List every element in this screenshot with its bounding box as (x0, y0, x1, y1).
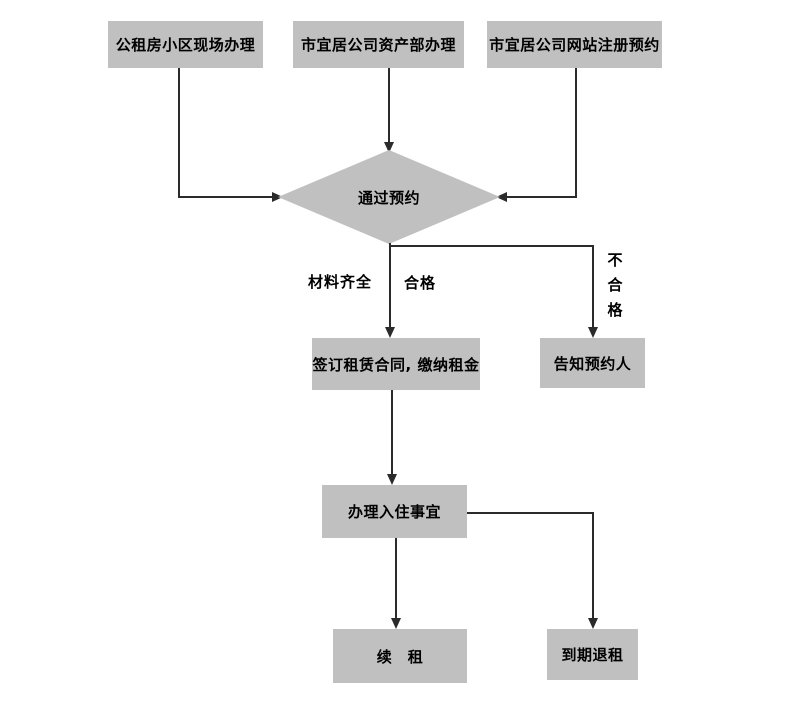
node-asset-dept-processing: 市宜居公司资产部办理 (293, 21, 464, 68)
decision-pass-reservation: 通过预约 (278, 150, 500, 244)
connector-sign-down (391, 390, 393, 474)
connector-expire-down (592, 512, 594, 618)
connector-qualified-down (389, 243, 391, 327)
arrow-left-icon (496, 192, 507, 202)
connector-website-down (575, 68, 577, 197)
arrow-down-icon (588, 327, 598, 338)
arrow-down-icon (385, 327, 395, 338)
connector-asset-down (388, 68, 390, 142)
arrow-down-icon (391, 618, 401, 629)
connector-unqualified-right (389, 245, 594, 247)
connector-movein-right (467, 512, 594, 514)
arrow-down-icon (588, 618, 598, 629)
node-renew-lease: 续 租 (333, 629, 467, 683)
arrow-down-icon (384, 142, 394, 153)
edge-label-unqualified: 不合格 (607, 251, 623, 319)
connector-unqualified-down (592, 245, 594, 327)
arrow-right-icon (272, 192, 283, 202)
node-sign-contract-pay-rent: 签订租赁合同, 缴纳租金 (312, 338, 480, 390)
connector-website-left (507, 196, 577, 198)
connector-onsite-right (178, 196, 272, 198)
edge-label-materials-complete: 材料齐全 (308, 273, 373, 291)
node-website-registration: 市宜居公司网站注册预约 (487, 21, 662, 68)
edge-label-qualified: 合格 (404, 274, 437, 292)
node-onsite-processing: 公租房小区现场办理 (108, 21, 263, 68)
node-notify-applicant: 告知预约人 (540, 338, 645, 388)
connector-movein-down (395, 538, 397, 618)
node-handle-movein: 办理入住事宜 (322, 485, 467, 538)
connector-onsite-down (178, 68, 180, 197)
node-expire-return-lease: 到期退租 (547, 629, 638, 680)
arrow-down-icon (387, 474, 397, 485)
